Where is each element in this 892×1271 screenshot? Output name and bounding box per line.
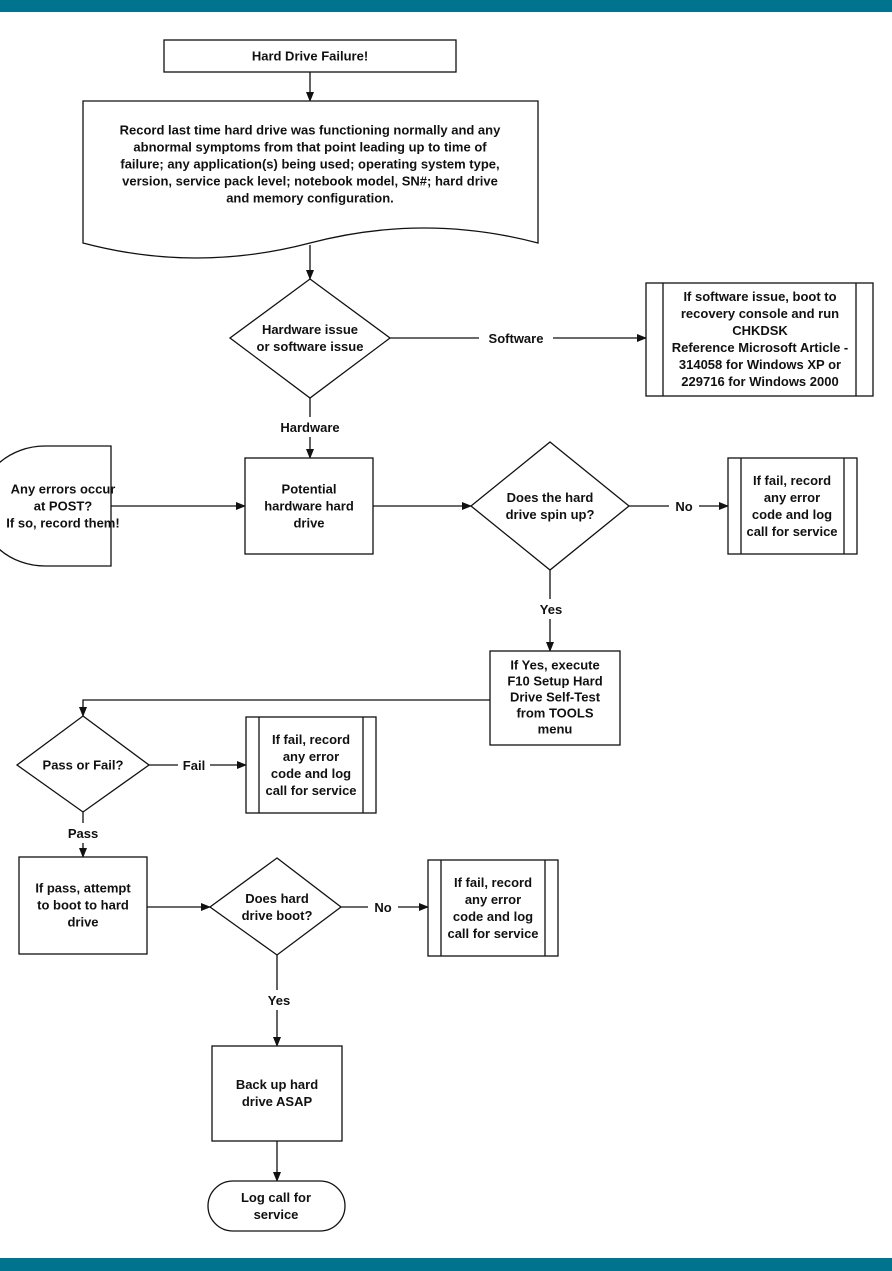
- bottom-band: [0, 1258, 892, 1271]
- spin-up-decision-diamond: [469, 441, 631, 571]
- software-action-line: recovery console and run: [681, 306, 839, 321]
- edge-label-yes-spin: Yes: [540, 602, 562, 617]
- drive-boot-decision-diamond: [208, 857, 343, 956]
- log-call-label: Log call for service: [241, 1190, 311, 1222]
- attempt-boot-line: If pass, attempt: [35, 881, 131, 896]
- spin-up-line: drive spin up?: [506, 507, 595, 522]
- attempt-boot-line: to boot to hard: [37, 898, 129, 913]
- backup-line: Back up hard: [236, 1077, 318, 1092]
- test-fail-line: call for service: [265, 783, 356, 798]
- edge-label-fail: Fail: [183, 758, 205, 773]
- backup-line: drive ASAP: [242, 1094, 313, 1109]
- post-errors-line: If so, record them!: [6, 516, 119, 531]
- edge-label-yes-boot: Yes: [268, 993, 290, 1008]
- hw-sw-decision-diamond: [228, 278, 392, 399]
- record-line: abnormal symptoms from that point leadin…: [133, 140, 487, 155]
- log-call-line: Log call for: [241, 1190, 311, 1205]
- log-call-terminator: [207, 1180, 346, 1232]
- self-test-box: [489, 650, 621, 746]
- test-fail-label: If fail, record any error code and log call…: [265, 732, 356, 798]
- potential-hw-line: Potential: [282, 482, 337, 497]
- attempt-boot-box: [18, 856, 148, 955]
- spin-up-line: Does the hard: [507, 490, 594, 505]
- shapes: [0, 39, 874, 1232]
- spin-fail-label: If fail, record any error code and log call…: [746, 473, 837, 539]
- software-action-line: If software issue, boot to: [683, 289, 836, 304]
- software-action-line: 229716 for Windows 2000: [681, 374, 838, 389]
- backup-box: [211, 1045, 343, 1142]
- self-test-line: If Yes, execute: [510, 658, 599, 673]
- test-fail-line: any error: [283, 749, 339, 764]
- drive-boot-label: Does hard drive boot?: [242, 891, 313, 923]
- spin-fail-line: code and log: [752, 507, 832, 522]
- drive-boot-line: drive boot?: [242, 908, 313, 923]
- start-box: [163, 39, 457, 73]
- record-label: Record last time hard drive was function…: [120, 123, 501, 206]
- software-action-box: [645, 282, 874, 397]
- backup-label: Back up hard drive ASAP: [236, 1077, 318, 1109]
- pass-fail-label: Pass or Fail?: [43, 758, 124, 773]
- software-action-line: Reference Microsoft Article -: [672, 340, 849, 355]
- boot-fail-box: [427, 859, 559, 957]
- hw-sw-line: or software issue: [257, 339, 364, 354]
- boot-fail-line: If fail, record: [454, 875, 532, 890]
- record-document-shape: [82, 100, 539, 259]
- spin-fail-box: [727, 457, 858, 555]
- self-test-line: Drive Self-Test: [510, 690, 601, 705]
- record-line: failure; any application(s) being used; …: [120, 157, 499, 172]
- record-line: Record last time hard drive was function…: [120, 123, 501, 138]
- boot-fail-line: any error: [465, 892, 521, 907]
- top-band: [0, 0, 892, 12]
- edge-label-no-spin: No: [675, 499, 692, 514]
- pass-fail-decision-diamond: [15, 715, 151, 813]
- spin-fail-line: If fail, record: [753, 473, 831, 488]
- self-test-line: from TOOLS: [516, 706, 593, 721]
- hw-sw-line: Hardware issue: [262, 322, 358, 337]
- node-labels: Hard Drive Failure! Record last time har…: [6, 49, 848, 1223]
- test-fail-line: code and log: [271, 766, 351, 781]
- record-line: and memory configuration.: [226, 191, 394, 206]
- edge-labels: Software Hardware No Yes Fail Pass No Ye…: [63, 328, 699, 1010]
- edge-label-no-boot: No: [374, 900, 391, 915]
- edge-selftest-passfail: [79, 699, 490, 717]
- attempt-boot-label: If pass, attempt to boot to hard drive: [35, 881, 131, 930]
- software-action-label: If software issue, boot to recovery conso…: [672, 289, 849, 389]
- post-errors-display-shape: [0, 445, 112, 567]
- potential-hw-line: drive: [293, 516, 324, 531]
- pass-fail-line: Pass or Fail?: [43, 758, 124, 773]
- drive-boot-line: Does hard: [245, 891, 309, 906]
- hw-sw-label: Hardware issue or software issue: [257, 322, 364, 354]
- self-test-line: F10 Setup Hard: [507, 674, 602, 689]
- start-label: Hard Drive Failure!: [252, 49, 368, 64]
- edge-label-hardware: Hardware: [280, 420, 339, 435]
- test-fail-line: If fail, record: [272, 732, 350, 747]
- boot-fail-line: call for service: [447, 926, 538, 941]
- start-line: Hard Drive Failure!: [252, 49, 368, 64]
- boot-fail-label: If fail, record any error code and log call…: [447, 875, 538, 941]
- post-errors-label: Any errors occur at POST? If so, record th…: [6, 482, 119, 531]
- edge-label-software: Software: [489, 331, 544, 346]
- post-errors-line: at POST?: [34, 499, 93, 514]
- log-call-line: service: [254, 1207, 299, 1222]
- attempt-boot-line: drive: [67, 915, 98, 930]
- spin-up-label: Does the hard drive spin up?: [506, 490, 595, 522]
- record-line: version, service pack level; notebook mo…: [122, 174, 498, 189]
- potential-hw-line: hardware hard: [264, 499, 354, 514]
- test-fail-box: [245, 716, 377, 814]
- software-action-line: 314058 for Windows XP or: [679, 357, 841, 372]
- software-action-line: CHKDSK: [732, 323, 788, 338]
- spin-fail-line: call for service: [746, 524, 837, 539]
- boot-fail-line: code and log: [453, 909, 533, 924]
- potential-hw-box: [244, 457, 374, 555]
- edge-label-pass: Pass: [68, 826, 98, 841]
- spin-fail-line: any error: [764, 490, 820, 505]
- potential-hw-label: Potential hardware hard drive: [264, 482, 354, 531]
- self-test-line: menu: [538, 722, 573, 737]
- post-errors-line: Any errors occur: [11, 482, 116, 497]
